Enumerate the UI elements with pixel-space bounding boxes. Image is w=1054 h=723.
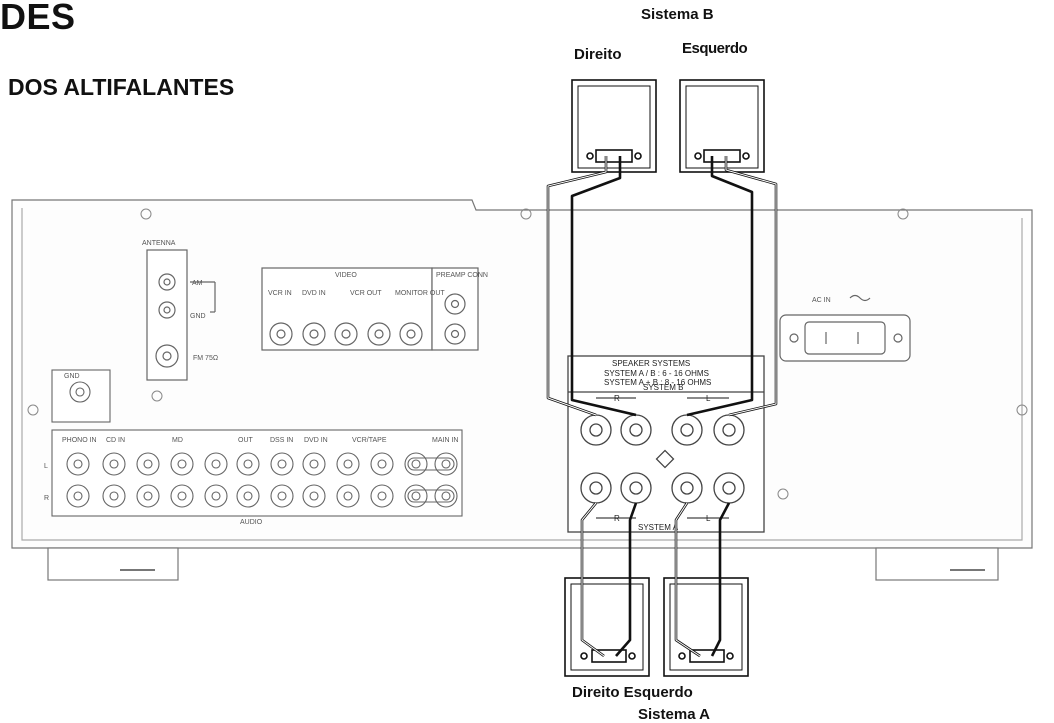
system-a-speaker-names: Direito Esquerdo	[572, 684, 693, 701]
antenna-terminals	[146, 249, 216, 381]
system-b-panel-label: SYSTEM B	[643, 383, 683, 392]
dvd-in-label: DVD IN	[302, 290, 326, 297]
am-label: AM	[192, 280, 203, 287]
monitor-out-label: MONITOR OUT	[395, 290, 445, 297]
ac-inlet	[779, 294, 911, 362]
dvd-audio-label: DVD IN	[304, 437, 328, 444]
main-in-label: MAIN IN	[432, 437, 458, 444]
system-b-left-label: Esquerdo	[682, 40, 748, 57]
speaker-wires-system-a-inner	[581, 502, 701, 657]
fm-label: FM 75Ω	[193, 355, 218, 362]
audio-label: AUDIO	[240, 519, 263, 526]
spec-line2: SYSTEM A + B : 8 - 16 OHMS	[604, 378, 711, 387]
page-title: DES	[0, 0, 76, 37]
phono-label: PHONO IN	[62, 437, 97, 444]
ac-in-label: AC IN	[812, 297, 831, 304]
md-out-label: OUT	[238, 437, 254, 444]
spec-line1: SYSTEM A / B : 6 - 16 OHMS	[604, 369, 709, 378]
system-b-l-label: L	[706, 394, 711, 403]
speaker-a-right	[564, 577, 650, 677]
dss-in-label: DSS IN	[270, 437, 293, 444]
speaker-a-left	[663, 577, 749, 677]
system-b-right-label: Direito	[574, 46, 622, 63]
md-label: MD	[172, 437, 183, 444]
system-a-r-label: R	[614, 514, 620, 523]
gnd-left-label: GND	[64, 373, 80, 380]
gnd-label: GND	[190, 313, 206, 320]
cd-label: CD IN	[106, 437, 125, 444]
preamp-label: PREAMP CONN	[436, 272, 488, 279]
system-a-label: Sistema A	[638, 706, 710, 723]
system-a-panel-label: SYSTEM A	[638, 523, 679, 532]
speaker-b-right	[571, 79, 657, 173]
speaker-wires-system-b-inner	[547, 156, 777, 416]
speaker-terminal-panel	[567, 355, 765, 533]
audio-row-label-l: L	[44, 463, 48, 470]
video-label: VIDEO	[335, 272, 357, 279]
speaker-b-left	[679, 79, 765, 173]
section-title: DOS ALTIFALANTES	[8, 74, 235, 100]
system-b-label: Sistema B	[641, 6, 714, 23]
audio-jacks	[51, 369, 463, 517]
vcr-tape-label: VCR/TAPE	[352, 437, 387, 444]
chassis-screws	[27, 208, 1028, 500]
vcr-out-label: VCR OUT	[350, 290, 382, 297]
system-a-l-label: L	[706, 514, 711, 523]
speaker-systems-label: SPEAKER SYSTEMS	[612, 359, 690, 368]
vcr-in-label: VCR IN	[268, 290, 292, 297]
audio-row-label-r: R	[44, 495, 49, 502]
antenna-label: ANTENNA	[142, 240, 176, 247]
video-jacks	[261, 267, 479, 351]
system-b-r-label: R	[614, 394, 620, 403]
